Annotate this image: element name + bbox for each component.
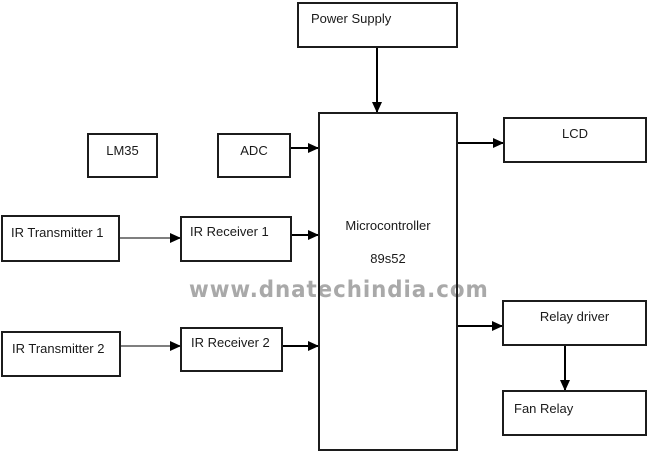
watermark-text: www.dnatechindia.com bbox=[189, 277, 489, 303]
arrow-power-supply-to-microcontroller bbox=[372, 48, 382, 113]
arrow-adc-to-microcontroller bbox=[291, 143, 319, 153]
block-lm35: LM35 bbox=[87, 133, 158, 178]
block-lcd: LCD bbox=[503, 117, 647, 163]
block-power-supply-label: Power Supply bbox=[311, 11, 392, 26]
block-microcontroller: Microcontroller 89s52 bbox=[318, 112, 458, 451]
block-ir-receiver-1: IR Receiver 1 bbox=[180, 216, 292, 262]
block-ir-transmitter-2: IR Transmitter 2 bbox=[1, 331, 121, 377]
block-fan-relay-label: Fan Relay bbox=[514, 401, 574, 416]
block-ir-transmitter-1-label: IR Transmitter 1 bbox=[11, 225, 104, 240]
arrow-ir-transmitter-1-to-ir-receiver-1 bbox=[120, 233, 181, 243]
arrow-ir-receiver-1-to-microcontroller bbox=[292, 230, 319, 240]
block-lcd-label: LCD bbox=[561, 126, 588, 141]
arrow-ir-transmitter-2-to-ir-receiver-2 bbox=[121, 341, 181, 351]
arrow-microcontroller-to-relay-driver bbox=[458, 321, 503, 331]
block-ir-transmitter-2-label: IR Transmitter 2 bbox=[12, 341, 105, 356]
block-ir-transmitter-1: IR Transmitter 1 bbox=[1, 215, 120, 262]
block-ir-receiver-2-label: IR Receiver 2 bbox=[191, 335, 270, 350]
block-lm35-label: LM35 bbox=[106, 143, 139, 158]
block-adc-label: ADC bbox=[240, 143, 268, 158]
block-microcontroller-label: Microcontroller bbox=[345, 218, 431, 233]
block-relay-driver-label: Relay driver bbox=[539, 309, 610, 324]
arrow-microcontroller-to-lcd bbox=[458, 138, 504, 148]
block-ir-receiver-2: IR Receiver 2 bbox=[180, 327, 283, 372]
arrow-relay-driver-to-fan-relay bbox=[560, 346, 570, 391]
block-relay-driver: Relay driver bbox=[502, 300, 647, 346]
block-ir-receiver-1-label: IR Receiver 1 bbox=[190, 224, 269, 239]
block-power-supply: Power Supply bbox=[297, 2, 458, 48]
block-microcontroller-part-number: 89s52 bbox=[370, 251, 406, 266]
arrow-ir-receiver-2-to-microcontroller bbox=[283, 341, 319, 351]
block-adc: ADC bbox=[217, 133, 291, 178]
block-fan-relay: Fan Relay bbox=[502, 390, 647, 436]
